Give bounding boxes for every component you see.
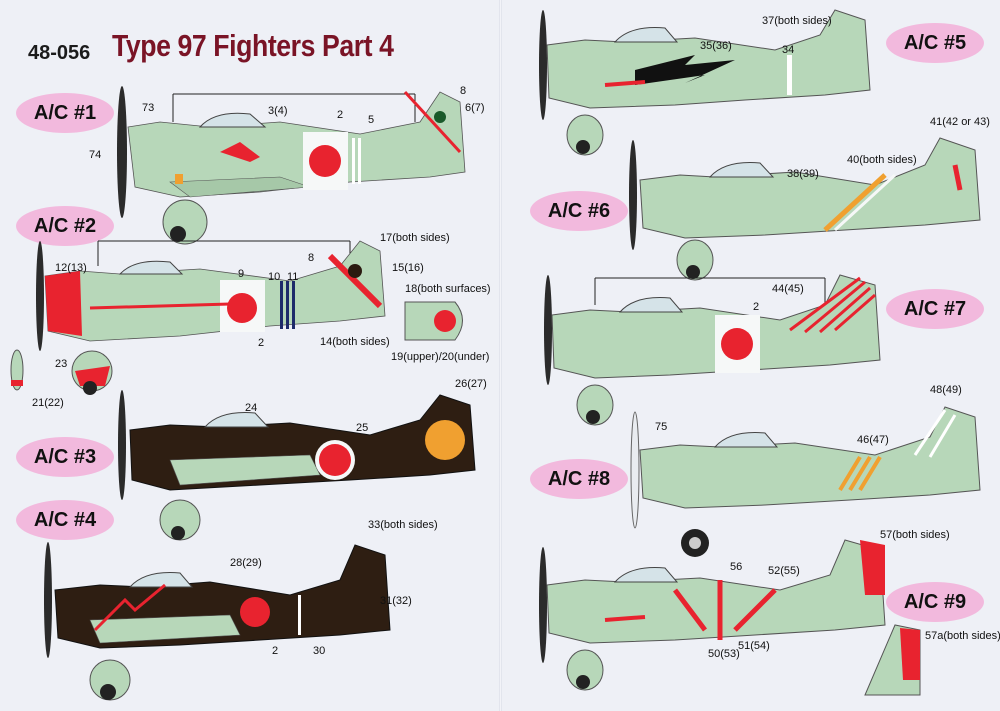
callout: 15(16) <box>392 262 424 274</box>
callout: 30 <box>313 645 326 657</box>
badge-ac-7: A/C #7 <box>886 289 984 329</box>
aircraft-8-profile <box>630 406 981 557</box>
callout: 38(39) <box>787 168 819 180</box>
callout: 48(49) <box>930 384 962 396</box>
callout: 8 <box>460 85 467 97</box>
callout: 2 <box>337 109 344 121</box>
badge-ac-9: A/C #9 <box>886 582 984 622</box>
callout: 73 <box>142 102 155 114</box>
sheet-title: Type 97 Fighters Part 4 <box>112 28 394 63</box>
aircraft-4-profile <box>44 542 391 701</box>
callout: 5 <box>368 114 375 126</box>
callout: 74 <box>89 149 102 161</box>
callout: 34 <box>782 44 795 56</box>
callout: 26(27) <box>455 378 487 390</box>
aircraft-6-profile <box>629 137 981 281</box>
callout: 21(22) <box>32 397 64 409</box>
page-fold <box>499 0 502 711</box>
callout: 56 <box>730 561 743 573</box>
badge-ac-6: A/C #6 <box>530 191 628 231</box>
badge-ac-8: A/C #8 <box>530 459 628 499</box>
aircraft-2-profile <box>36 240 386 395</box>
callout: 18(both surfaces) <box>405 283 491 295</box>
callout: 41(42 or 43) <box>930 116 990 128</box>
callout: 10 <box>268 271 281 283</box>
callout: 57a(both sides) <box>925 630 1000 642</box>
callout: 9 <box>238 268 245 280</box>
sheet-code: 48-056 <box>28 42 91 64</box>
callout: 6(7) <box>465 102 485 114</box>
callout: 19(upper)/20(under) <box>391 351 490 363</box>
badge-ac-4: A/C #4 <box>16 500 114 540</box>
callout: 25 <box>356 422 369 434</box>
callout: 12(13) <box>55 262 87 274</box>
badge-ac-1: A/C #1 <box>16 93 114 133</box>
callout: 31(32) <box>380 595 412 607</box>
callout: 51(54) <box>738 640 770 652</box>
callout: 35(36) <box>700 40 732 52</box>
callout: 3(4) <box>268 105 288 117</box>
callout: 57(both sides) <box>880 529 950 541</box>
callout: 23 <box>55 358 68 370</box>
callout: 24 <box>245 402 258 414</box>
callout: 46(47) <box>857 434 889 446</box>
callout: 44(45) <box>772 283 804 295</box>
badge-ac-5: A/C #5 <box>886 23 984 63</box>
badge-ac-3: A/C #3 <box>16 437 114 477</box>
callout: 52(55) <box>768 565 800 577</box>
callout: 75 <box>655 421 668 433</box>
callout: 33(both sides) <box>368 519 438 531</box>
aircraft-1-profile <box>117 86 466 245</box>
aircraft-3-profile <box>118 390 476 541</box>
aircraft-9-tail-detail <box>864 624 921 696</box>
aircraft-7-profile <box>544 274 881 426</box>
callout: 2 <box>258 337 265 349</box>
aircraft-5-profile <box>539 9 871 156</box>
callout: 28(29) <box>230 557 262 569</box>
callout: 11 <box>287 271 299 283</box>
aircraft-2-wing-detail <box>404 301 463 341</box>
callout: 14(both sides) <box>320 336 390 348</box>
callout: 2 <box>272 645 279 657</box>
aircraft-9-profile <box>539 539 886 691</box>
aircraft-2-droptank <box>10 349 24 391</box>
badge-ac-2: A/C #2 <box>16 206 114 246</box>
callout: 17(both sides) <box>380 232 450 244</box>
callout: 37(both sides) <box>762 15 832 27</box>
callout: 50(53) <box>708 648 740 660</box>
callout: 40(both sides) <box>847 154 917 166</box>
callout: 2 <box>753 301 760 313</box>
callout: 8 <box>308 252 315 264</box>
